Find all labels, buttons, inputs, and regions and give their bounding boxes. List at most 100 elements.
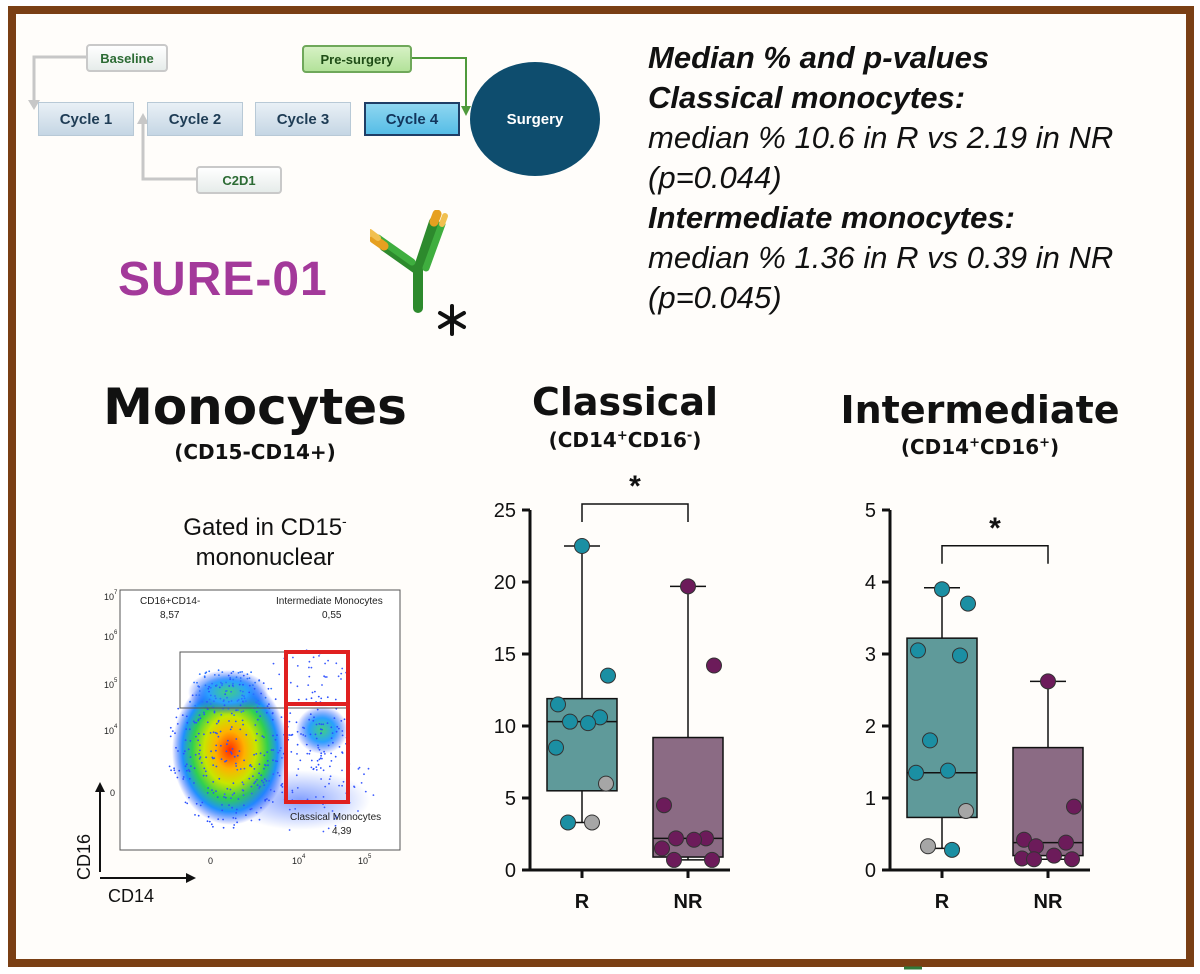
flow-dot	[232, 670, 235, 673]
flow-dot	[203, 675, 206, 678]
data-point-NR	[668, 830, 684, 847]
stats-text-block: Median % and p-values Classical monocyte…	[648, 38, 1188, 318]
flow-dot	[223, 796, 225, 798]
flow-dot	[245, 700, 247, 702]
flow-dot	[358, 766, 361, 769]
data-point-R	[580, 715, 596, 732]
y-tick-label: 1	[865, 788, 876, 810]
flow-dot	[268, 703, 270, 706]
flow-dot	[197, 814, 200, 817]
flow-dot	[310, 759, 313, 762]
flow-dot	[220, 744, 222, 747]
density-cd16-population	[188, 670, 268, 714]
flow-dot	[321, 757, 323, 760]
data-point-NR	[1026, 851, 1042, 868]
gated-sup: -	[342, 513, 347, 529]
flow-dot	[215, 765, 218, 768]
flow-dot	[315, 723, 318, 726]
flow-dot	[249, 808, 252, 811]
flow-dot	[222, 818, 225, 821]
flow-dot	[243, 759, 246, 762]
significance-star: *	[629, 470, 641, 503]
flow-dot	[228, 685, 231, 687]
flow-dot	[258, 679, 260, 682]
flow-dot	[199, 744, 201, 747]
flow-dot	[204, 684, 207, 687]
flow-dot	[230, 797, 232, 799]
flow-dot	[288, 808, 291, 811]
flow-dot	[288, 829, 291, 831]
data-point-R	[940, 762, 956, 779]
flow-dot	[248, 777, 251, 780]
flow-dot	[241, 719, 244, 722]
flow-dot	[266, 798, 268, 800]
flow-dot	[239, 704, 242, 707]
flow-dot	[242, 723, 245, 726]
flow-dot	[281, 782, 284, 785]
flow-dot	[232, 682, 234, 685]
flow-dot	[200, 762, 203, 764]
flow-dot	[224, 693, 227, 696]
flow-dot	[268, 799, 270, 802]
flow-dot	[230, 751, 232, 753]
flow-dot	[242, 701, 245, 703]
flow-dot	[295, 774, 298, 777]
flow-dot	[312, 768, 315, 771]
flow-dot	[281, 791, 284, 794]
flow-dot	[315, 769, 318, 771]
flow-dot	[198, 757, 201, 760]
data-point-R	[952, 647, 968, 664]
y-tick-label: 10	[494, 716, 516, 738]
flow-dot	[326, 696, 329, 699]
flow-dot	[271, 801, 274, 803]
flow-dot	[237, 699, 240, 701]
flow-dot	[315, 766, 318, 768]
flow-dot	[315, 796, 317, 798]
flow-dot	[310, 697, 313, 700]
c2d1-tag: C2D1	[196, 166, 282, 194]
intermediate-subtitle: (CD14+CD16+)	[820, 435, 1140, 459]
flow-dot	[175, 716, 178, 719]
flow-dot	[203, 733, 205, 736]
y-tick-label: 5	[865, 500, 876, 522]
flow-dot	[194, 753, 197, 756]
flow-dot	[243, 697, 246, 700]
flow-dot	[249, 764, 252, 766]
flow-dot	[206, 820, 209, 823]
flow-dot	[331, 732, 334, 734]
surgery-circle: Surgery	[470, 62, 600, 176]
y-tick-label: 2	[865, 716, 876, 738]
flow-dot	[206, 721, 209, 724]
data-point-NR	[1046, 847, 1062, 864]
flow-dot	[313, 716, 315, 719]
flow-dot	[259, 785, 261, 788]
classical-subtitle-part: CD16	[627, 428, 687, 452]
flow-dot	[309, 733, 312, 736]
flow-dot	[221, 804, 223, 806]
flow-dot	[240, 697, 243, 700]
flow-dot	[216, 796, 219, 798]
flow-dot	[253, 782, 256, 785]
flow-dot	[307, 684, 310, 686]
flow-ytick: 10	[104, 726, 114, 736]
flow-dot	[322, 723, 325, 726]
data-point-R	[934, 581, 950, 598]
flow-dot	[231, 806, 234, 809]
flow-dot	[214, 695, 216, 697]
flow-dot	[207, 687, 210, 690]
flow-dot	[338, 784, 340, 787]
flow-dot	[250, 819, 253, 822]
stats-heading: Median % and p-values	[648, 40, 990, 75]
data-point-NR	[1064, 851, 1080, 868]
flow-dot	[215, 744, 218, 747]
cycle-4-box: Cycle 4	[364, 102, 460, 136]
gated-line-1: Gated in CD15	[183, 514, 343, 541]
data-point-R	[584, 814, 600, 831]
flow-dot	[212, 764, 215, 766]
x-tick-label: NR	[1034, 891, 1063, 913]
flow-dot	[316, 708, 319, 711]
flow-dot	[228, 720, 230, 722]
cycle-1-box: Cycle 1	[38, 102, 134, 136]
flow-dot	[260, 806, 262, 809]
flow-dot	[267, 764, 269, 767]
